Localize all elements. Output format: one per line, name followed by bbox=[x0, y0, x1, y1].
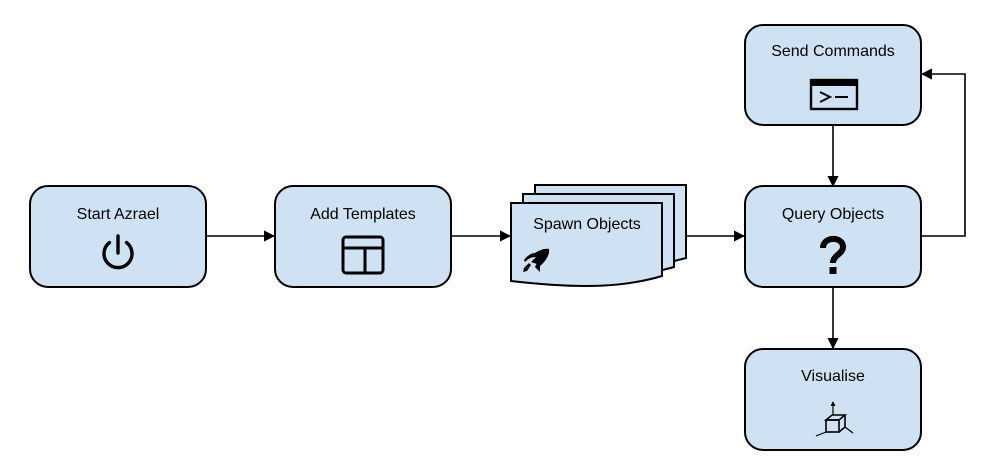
power-icon bbox=[102, 234, 134, 270]
node-label: Send Commands bbox=[771, 43, 895, 60]
3d-cube-icon bbox=[815, 401, 854, 437]
node-label: Visualise bbox=[801, 368, 865, 385]
node-start-azrael: Start Azrael bbox=[29, 185, 207, 288]
question-mark-icon bbox=[820, 235, 847, 274]
node-label: Add Templates bbox=[310, 206, 416, 223]
layout-template-icon bbox=[341, 235, 385, 275]
rocket-icon bbox=[523, 248, 550, 272]
edge-query-to-commands bbox=[920, 68, 966, 237]
node-label: Spawn Objects bbox=[533, 216, 641, 233]
node-spawn-objects: Spawn Objects bbox=[510, 184, 687, 288]
node-add-templates: Add Templates bbox=[274, 185, 452, 288]
node-label: Start Azrael bbox=[77, 206, 160, 223]
node-query-objects: Query Objects bbox=[744, 185, 922, 288]
node-visualise: Visualise bbox=[744, 348, 922, 451]
node-label: Query Objects bbox=[782, 206, 884, 223]
terminal-icon bbox=[809, 78, 859, 111]
node-send-commands: Send Commands bbox=[744, 24, 922, 126]
edges bbox=[206, 68, 966, 350]
